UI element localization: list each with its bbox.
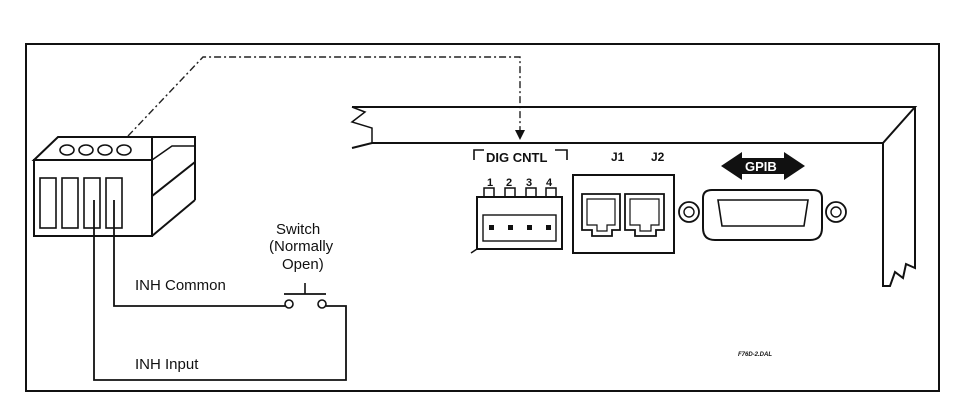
inh-input-wire bbox=[93, 200, 347, 381]
gpib-label: GPIB bbox=[745, 159, 777, 174]
gpib-screw-left-inner bbox=[683, 206, 695, 218]
socket-hole-4 bbox=[546, 225, 551, 230]
gpib-screw-right-inner bbox=[830, 206, 842, 218]
plug-screw-2 bbox=[78, 144, 94, 156]
gpib-shell-inner bbox=[717, 199, 809, 227]
dig-cntl-label: DIG CNTL bbox=[486, 150, 548, 165]
socket-hole-2 bbox=[508, 225, 513, 230]
figure-code-label: F76D-2.DAL bbox=[738, 352, 773, 358]
j1-label: J1 bbox=[611, 150, 625, 164]
inh-common-label: INH Common bbox=[135, 277, 226, 294]
terminal-plug bbox=[31, 136, 196, 237]
plug-slot-3 bbox=[83, 177, 101, 229]
gpib-connector bbox=[678, 152, 847, 241]
socket-hole-1 bbox=[489, 225, 494, 230]
plug-screw-3 bbox=[97, 144, 113, 156]
dig-cntl-socket bbox=[470, 187, 563, 254]
j2-jack bbox=[624, 193, 665, 237]
socket-bottom-edge bbox=[470, 248, 478, 254]
inh-common-wire bbox=[113, 200, 285, 307]
figure-border bbox=[25, 43, 940, 392]
switch-label-line2: (Normally bbox=[269, 238, 334, 255]
inh-input-label: INH Input bbox=[135, 356, 199, 373]
j2-jack-inner bbox=[629, 198, 660, 232]
pin-3-label: 3 bbox=[526, 177, 533, 189]
rear-panel-edge-left bbox=[350, 106, 373, 143]
switch-contact-right bbox=[317, 299, 327, 309]
j1-jack-inner bbox=[586, 198, 616, 232]
rear-panel-right-side bbox=[882, 107, 916, 287]
pin-2-label: 2 bbox=[506, 177, 513, 189]
plug-slot-1 bbox=[39, 177, 57, 229]
gpib-arrow bbox=[721, 152, 805, 180]
plug-right-bottom-edge bbox=[151, 199, 196, 237]
socket-hole-3 bbox=[527, 225, 532, 230]
plug-screw-1 bbox=[59, 144, 75, 156]
pin-4-label: 4 bbox=[546, 177, 553, 189]
plug-slot-2 bbox=[61, 177, 79, 229]
pin-1-label: 1 bbox=[487, 177, 494, 189]
socket-inner bbox=[482, 214, 557, 242]
switch-label-line1: Switch bbox=[276, 221, 321, 238]
switch-label-line3: Open) bbox=[282, 256, 324, 273]
rear-panel-outline bbox=[351, 106, 918, 149]
dig-cntl-bracket-left bbox=[473, 149, 484, 160]
plug-step bbox=[151, 145, 195, 161]
connection-dashed-line bbox=[127, 56, 521, 137]
j1-jack bbox=[581, 193, 621, 237]
switch-contact-left bbox=[284, 299, 294, 309]
plug-screw-4 bbox=[116, 144, 132, 156]
connection-arrowhead bbox=[515, 130, 525, 140]
dig-cntl-bracket-right bbox=[555, 149, 568, 160]
j2-label: J2 bbox=[651, 150, 665, 164]
normally-open-switch bbox=[284, 283, 327, 309]
socket-top-tabs bbox=[483, 187, 557, 197]
j1-j2-jacks bbox=[572, 174, 675, 254]
